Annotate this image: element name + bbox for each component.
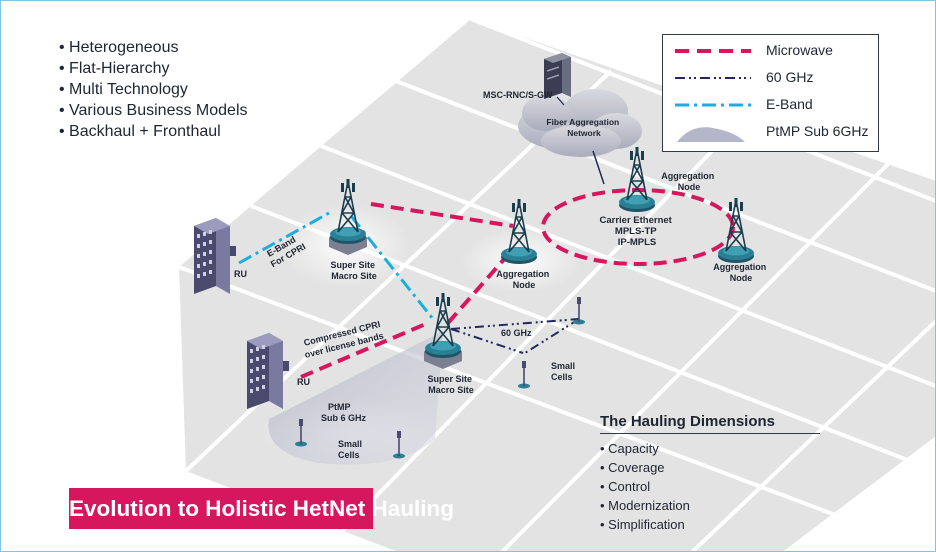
hauling-dimensions: The Hauling Dimensions Capacity Coverage…: [600, 413, 820, 534]
ghz60-label: 60 GHz: [501, 328, 532, 338]
aggregation-node-3-label: Aggregation Node: [713, 262, 769, 283]
server-fiber-link: [556, 96, 565, 106]
feature-item: Flat-Hierarchy: [59, 58, 248, 79]
feature-item: Heterogeneous: [59, 37, 248, 58]
feature-list: Heterogeneous Flat-Hierarchy Multi Techn…: [59, 37, 248, 142]
microwave-link-macro1-agg: [370, 202, 514, 228]
ru-building-1-icon: [194, 218, 236, 294]
legend-label: Microwave: [766, 42, 833, 58]
fiber-aggregation-cloud: [518, 89, 642, 157]
ghz60-link-2: [450, 328, 524, 354]
aggregation-node-1-label: Aggregation Node: [496, 269, 552, 290]
legend-label: PtMP Sub 6GHz: [766, 123, 869, 139]
aggregation-node-2-label: Aggregation Node: [661, 171, 717, 192]
feature-item: Backhaul + Fronthaul: [59, 121, 248, 142]
feature-item: Various Business Models: [59, 100, 247, 121]
core-label: MSC-RNC/S-GW: [483, 90, 553, 100]
small-cells-label-1: Small Cells: [551, 361, 578, 382]
legend-label: E-Band: [766, 96, 813, 112]
ghz60-links: [450, 318, 580, 354]
legend-item-eband: E-Band: [673, 93, 873, 117]
ptmp-mound-icon: [677, 127, 745, 142]
title-banner: Evolution to Holistic HetNet Hauling: [69, 488, 454, 529]
dimension-item: Simplification: [600, 515, 820, 534]
legend-box: Microwave 60 GHz E-Band PtMP Sub 6GHz: [662, 34, 879, 152]
microwave-link-macro2-agg: [446, 247, 515, 325]
core-server-icon: [544, 53, 571, 99]
ru-label-2: RU: [297, 377, 310, 387]
ru-label-1: RU: [234, 269, 247, 279]
ptmp-label: PtMP Sub 6 GHz: [321, 402, 367, 423]
legend-item-ptmp: PtMP Sub 6GHz: [673, 120, 873, 144]
macro-site-2-label: Super Site Macro Site: [427, 374, 474, 395]
small-cells-label-2: Small Cells: [338, 439, 365, 460]
cloud-ring-link: [592, 150, 605, 185]
legend-item-60ghz: 60 GHz: [673, 66, 873, 90]
eband-link-cpri: [238, 211, 330, 265]
dimension-item: Coverage: [600, 458, 820, 477]
dimension-item: Capacity: [600, 439, 820, 458]
ru-building-2-icon: [247, 333, 289, 409]
dimension-item: Control: [600, 477, 820, 496]
ghz60-line-icon: [675, 77, 751, 79]
ring-label: Carrier Ethernet MPLS-TP IP-MPLS: [600, 215, 675, 248]
eband-line-icon: [675, 103, 751, 107]
cloud-label: Fiber Aggregation Network: [546, 117, 621, 138]
legend-label: 60 GHz: [766, 69, 814, 85]
dimension-item: Modernization: [600, 496, 820, 515]
microwave-link-cpri: [300, 321, 429, 379]
legend-item-microwave: Microwave: [673, 39, 873, 63]
macro-site-1-label: Super Site Macro Site: [330, 260, 377, 281]
dimensions-title: The Hauling Dimensions: [600, 413, 820, 434]
feature-item: Multi Technology: [59, 79, 248, 100]
ghz60-link-3: [524, 318, 580, 354]
dimensions-list: Capacity Coverage Control Modernization …: [600, 439, 820, 534]
microwave-line-icon: [675, 49, 751, 53]
